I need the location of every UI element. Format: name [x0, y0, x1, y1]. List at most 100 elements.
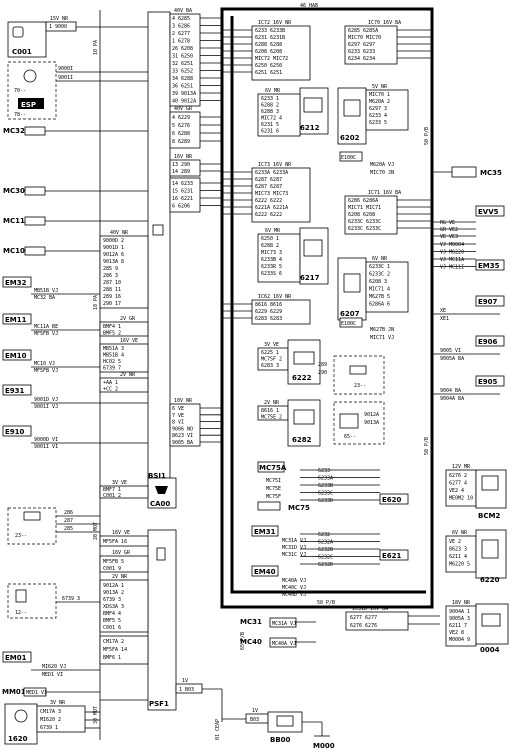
pin-label: MIC70 1	[369, 92, 390, 98]
pin-label: 8616 1	[261, 408, 279, 414]
pin-label: 6231 6231B	[255, 35, 285, 41]
pin-label: 6286 6286A	[348, 198, 378, 204]
ref-23-left: 23-- 286 287 285	[7, 507, 100, 545]
pin-label: 6276 2	[449, 473, 467, 479]
connector-header: 16V VE	[112, 530, 130, 536]
wire-label: 6739 3	[62, 596, 80, 602]
side-ref-mc10: MC10	[3, 247, 25, 255]
pin-label: MIC72 MIC72	[255, 56, 288, 62]
side-ref-em35: EM35	[478, 262, 500, 270]
inner-frame	[230, 16, 426, 594]
pin-label: XDS3A 3	[103, 604, 124, 610]
esp-wire-2: 9001I	[58, 75, 73, 81]
mc40-label: MC40	[240, 638, 262, 646]
ref-23-label: 23--	[354, 383, 366, 389]
c001-header: 15V NR	[50, 16, 69, 22]
pin-label: 6211 7	[449, 623, 467, 629]
harness-50pb-2: 50 P/B	[424, 437, 430, 455]
pin-label: VJ MC11A	[440, 257, 464, 263]
harness-65pb: 65 P/B	[240, 632, 246, 650]
pin-label: 6233A 6233A	[255, 170, 288, 176]
pin-label: MIC73 MIC73	[255, 191, 288, 197]
wire-label: 290	[318, 370, 327, 376]
mc75-label: MC75	[288, 504, 310, 512]
mm01-label: MM01	[2, 688, 26, 696]
harness-20mot: 20 MOT	[93, 522, 99, 540]
pin-label: 6233 6233B	[255, 28, 285, 34]
pin-label: 6 6288	[172, 131, 190, 137]
pin-label: 8616 8616	[255, 302, 282, 308]
pin-label: 13 290	[172, 162, 190, 168]
pin-label: 39 9013A	[172, 91, 196, 97]
left-mc-refs: MC32 MC30 MC11 MC10	[3, 126, 148, 256]
ref-23-label: 23--	[15, 533, 27, 539]
pin-label: C001 2	[103, 493, 121, 499]
side-ref-em10: EM10	[5, 352, 27, 360]
pin-label: 6233C 2	[369, 272, 390, 278]
pin-label: ME0M2 10	[449, 496, 473, 502]
pin-label: 8623 VI	[172, 433, 193, 439]
pin-label: BMF4 4	[103, 611, 121, 617]
wire-label: MF5FB VJ	[34, 331, 58, 337]
pin-label: MIC73 3	[261, 250, 282, 256]
wire-label: XE	[440, 308, 446, 314]
pin-label: 9013A 2	[103, 590, 124, 596]
pin-label: MC40A VJ	[282, 578, 306, 584]
pin-label: 6739 1	[40, 725, 58, 731]
pin-label: CM17A 3	[40, 709, 61, 715]
wire-label: 9012A	[364, 412, 379, 418]
connector-header: 3V NR	[50, 700, 66, 706]
pin-label: C001 9	[103, 566, 121, 572]
pin-label: 6250 1	[261, 236, 279, 242]
connector-header: 2V NR	[120, 372, 136, 378]
pin-label: 6233D	[318, 498, 333, 504]
side-ref-e620: E620	[382, 496, 402, 504]
pin-label: MF5FA 14	[103, 647, 127, 653]
pin-label: 6287 6287	[255, 177, 282, 183]
pin-label: 36 6251	[172, 84, 193, 90]
c001-pin: 1 9000	[49, 24, 67, 30]
e100c-label: E100C	[341, 321, 356, 327]
pin-label: 6233S 6	[261, 271, 282, 277]
pin-label: 6233 1	[261, 96, 279, 102]
pin-label: 6221A 6221A	[255, 205, 288, 211]
harness-30mot: 30 MOT	[93, 706, 99, 724]
wire-label: 9013A	[364, 420, 379, 426]
connector-header: 40V GR	[174, 106, 193, 112]
pin-label: M0004 9	[449, 637, 470, 643]
esp-label: ESP	[21, 101, 36, 109]
pin-label: 6288 2	[261, 243, 279, 249]
pin-label: VJ M6220	[440, 250, 464, 256]
c001-label: C001	[12, 48, 32, 56]
connector-header: 16V GR	[112, 550, 131, 556]
pin-label: BMF4 1	[103, 324, 121, 330]
pin-label: 290 17	[103, 301, 121, 307]
pin-label: MIC72 4	[261, 116, 282, 122]
pin-label: MIC71 MIC71	[348, 205, 381, 211]
connector-header: 1V	[252, 708, 258, 714]
pin-label: 6250 6250	[255, 63, 282, 69]
pin-label: MC31D VJ	[282, 545, 306, 551]
connector-header: IC70 16V BA	[368, 20, 401, 26]
bsi1-label: BSI1	[148, 472, 166, 480]
harness-10pa: 10 PA	[93, 40, 99, 55]
pin-label: 8623 3	[449, 547, 467, 553]
left-em-refs: EM32 MB51B VJ MC32 BA EM11 MC11A BE MF5F…	[2, 276, 148, 450]
pin-label: 285 9	[103, 266, 118, 272]
pin-label: 6739 3	[103, 597, 121, 603]
pin-label: 5 6276	[172, 123, 190, 129]
pin-label: 6232A	[318, 540, 333, 546]
wire-label: 9004 BA	[440, 388, 461, 394]
pin-label: 286 3	[103, 273, 118, 279]
c001-block: C001 15V NR 1 9000	[7, 16, 148, 58]
pin-label: MC75E 2	[261, 415, 282, 421]
pin-label: 6208 3	[369, 279, 387, 285]
pin-label: 34 6288	[172, 76, 193, 82]
mc31-label: MC31	[240, 618, 262, 626]
pin-label: 6208 6208	[348, 212, 375, 218]
pin-label: 4 6285	[172, 16, 190, 22]
connector-header: IC72 16V NR	[258, 20, 292, 26]
